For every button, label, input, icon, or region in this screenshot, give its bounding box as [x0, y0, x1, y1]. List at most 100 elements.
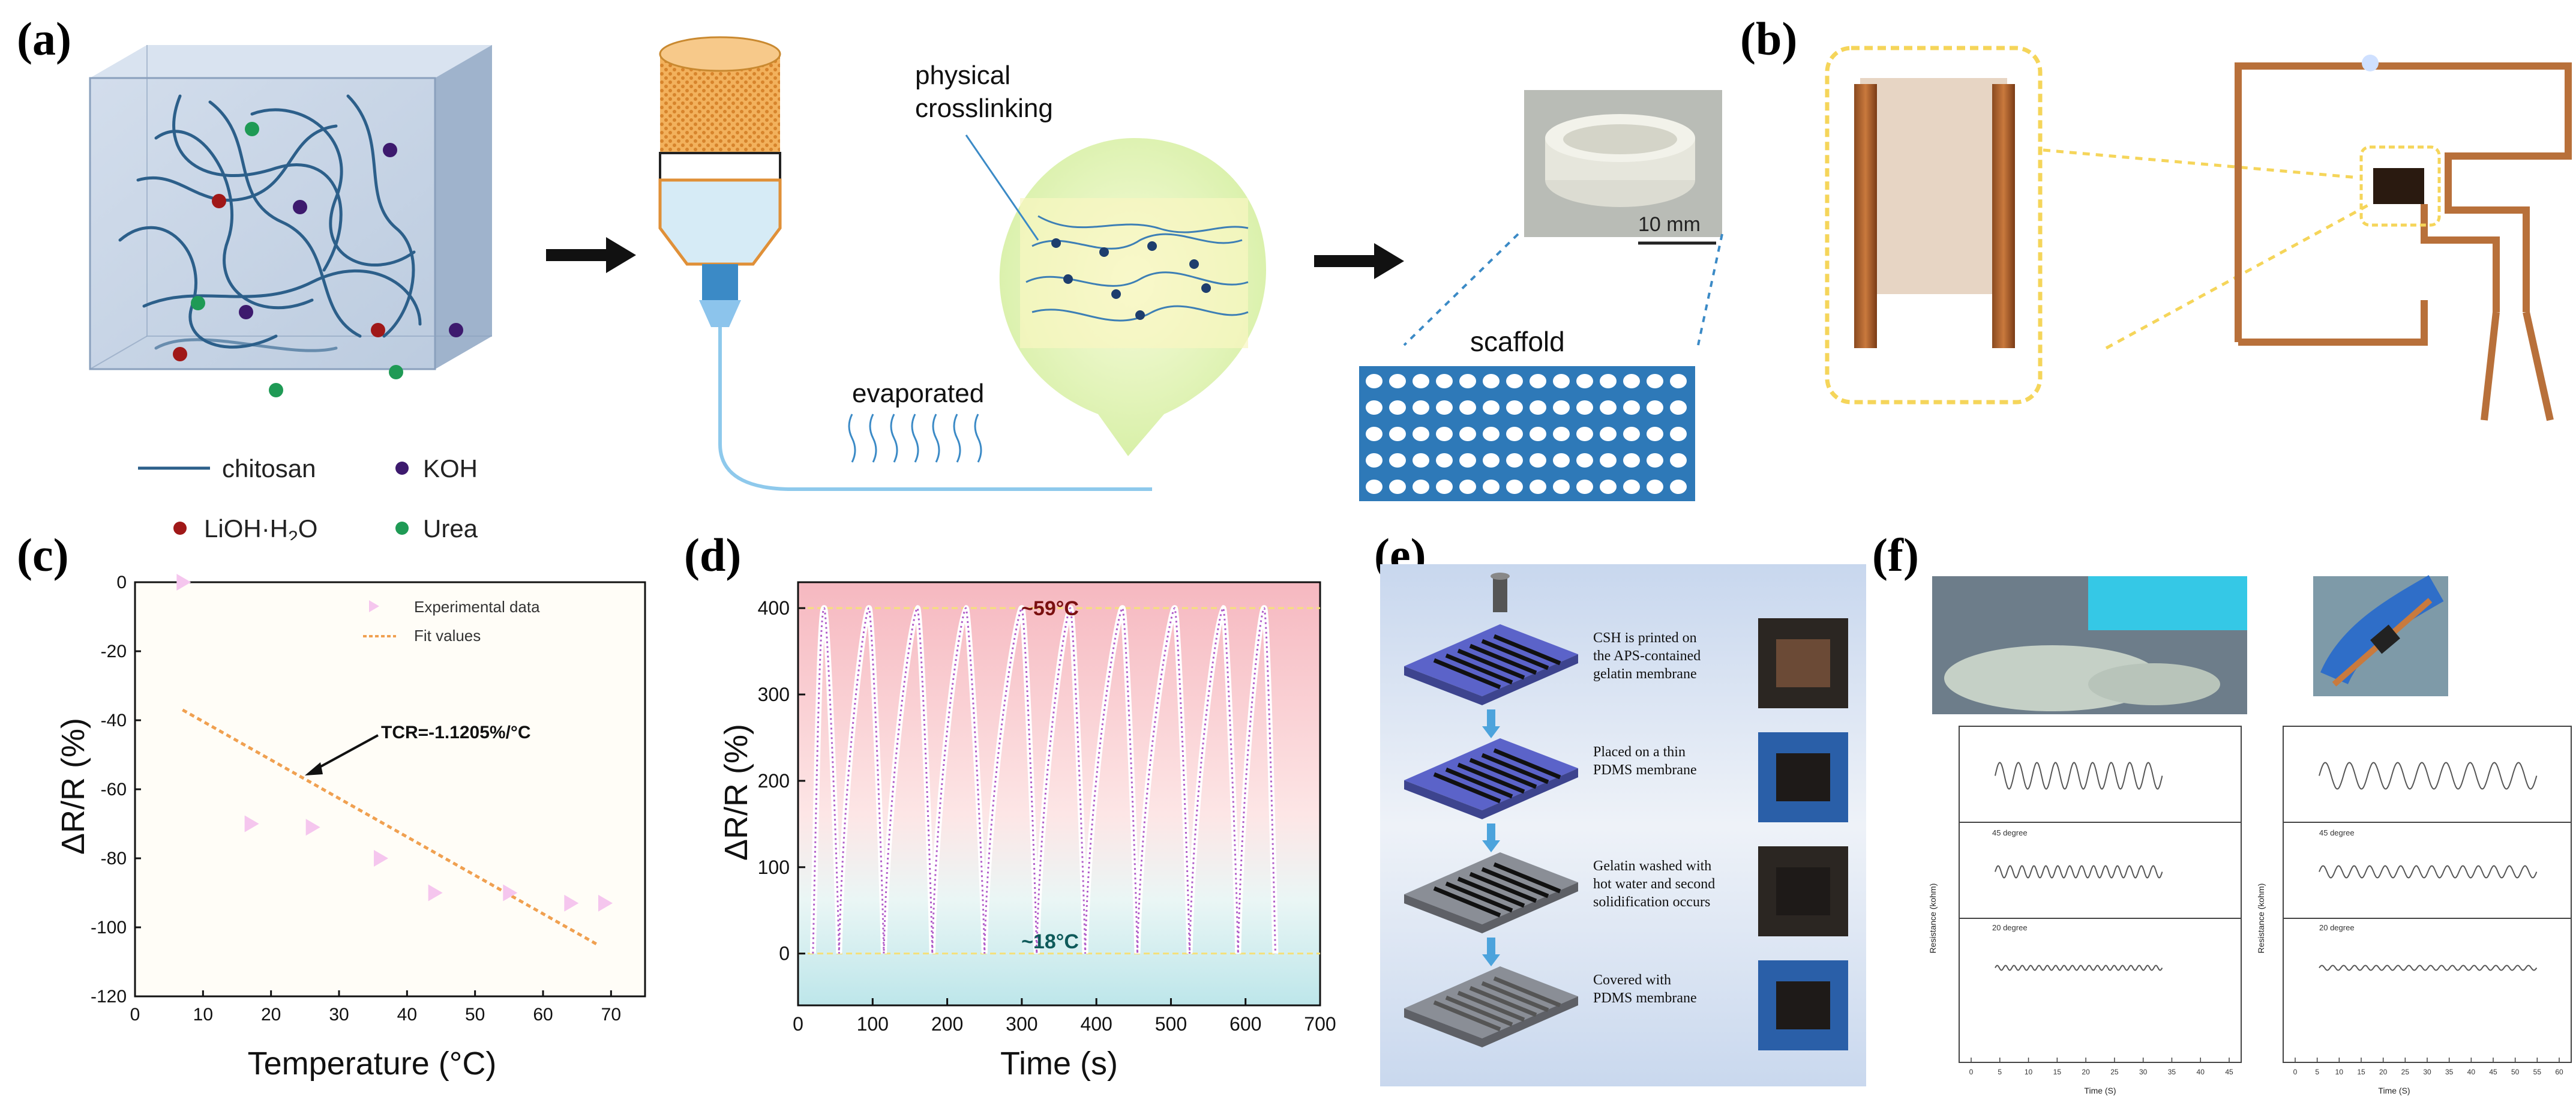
- x-tick-label: 30: [2139, 1068, 2148, 1076]
- scaffold-photo: [1524, 90, 1722, 245]
- y-tick-label: -40: [101, 711, 127, 730]
- resistance-trace: [1995, 865, 2163, 879]
- data-point: [305, 819, 320, 836]
- resistance-trace: [1995, 965, 2163, 971]
- layer-side: [1482, 768, 1578, 819]
- strain-plot-frame: [1959, 726, 2242, 1063]
- x-tick-label: 15: [2357, 1068, 2365, 1076]
- evaporated-label: evaporated: [852, 379, 984, 408]
- crosslink-label-line1: physical: [915, 61, 1010, 90]
- step-sample: [1776, 639, 1830, 687]
- step-caption: PDMS membrane: [1593, 762, 1697, 778]
- x-tick-label: 35: [2445, 1068, 2454, 1076]
- step-caption: Placed on a thin: [1593, 744, 1686, 760]
- printed-track: [1433, 772, 1501, 804]
- x-tick-label: 50: [2511, 1068, 2520, 1076]
- data-point: [564, 894, 579, 912]
- panel-b-label: (b): [1740, 13, 1798, 65]
- response-curve: [812, 607, 1276, 954]
- x-tick-label: 400: [1080, 1013, 1112, 1035]
- legend-experimental: Experimental data: [414, 598, 540, 616]
- hot-temp-label: ~59°C: [1021, 597, 1079, 620]
- y-tick-label: -80: [101, 849, 127, 869]
- molecule-dots: [173, 122, 463, 397]
- x-tick-label: 700: [1304, 1013, 1336, 1035]
- printed-track: [1457, 762, 1525, 794]
- step-arrow-head: [1482, 726, 1500, 738]
- printed-track: [1481, 981, 1549, 1013]
- layer-side: [1404, 780, 1482, 819]
- panel-c-legend: Experimental data Fit values: [363, 598, 540, 645]
- printed-track: [1481, 867, 1549, 899]
- layer-side: [1482, 654, 1578, 705]
- panel-d-xlabel: Time (s): [1000, 1046, 1118, 1082]
- legend-chitosan: chitosan: [222, 454, 316, 483]
- legend-koh: KOH: [423, 454, 478, 483]
- x-tick-label: 20: [2379, 1068, 2388, 1076]
- deg20-right: 20 degree: [2319, 923, 2355, 932]
- legend-lioh: LiOH·H2O: [204, 514, 317, 540]
- step-caption: hot water and second: [1593, 876, 1715, 892]
- data-point: [503, 884, 518, 902]
- scaffold-label: scaffold: [1470, 326, 1565, 357]
- layer-plate: [1404, 852, 1578, 924]
- syringe-icon: [1493, 576, 1507, 612]
- crosslink-bubble: [999, 138, 1266, 456]
- resistance-trace: [2319, 762, 2538, 790]
- chitosan-chains: [118, 94, 422, 352]
- x-tick-label: 0: [1969, 1068, 1974, 1076]
- printed-track: [1457, 648, 1525, 680]
- panel-a-legend: chitosan KOH LiOH·H2O Urea: [138, 454, 478, 540]
- crosslink-pointer: [965, 134, 1039, 241]
- x-tick-label: 30: [2423, 1068, 2431, 1076]
- legend-fit: Fit values: [414, 627, 481, 645]
- panel-b-figure: [1825, 46, 2572, 421]
- y-tick-label: -100: [91, 918, 127, 938]
- strain-plot-frame: [2283, 726, 2572, 1063]
- x-tick-label: 100: [857, 1013, 889, 1035]
- x-tick-label: 60: [2555, 1068, 2563, 1076]
- layer-side: [1482, 882, 1578, 933]
- layer-plate: [1404, 966, 1578, 1038]
- vapor-icon: [848, 414, 982, 463]
- panel-d-label: (d): [684, 529, 742, 581]
- x-tick-label: 50: [465, 1005, 485, 1025]
- y-tick-label: 300: [758, 684, 790, 705]
- panel-f-xlabel-left: Time (S): [2084, 1086, 2116, 1095]
- printed-track: [1445, 881, 1513, 913]
- x-tick-label: 500: [1155, 1013, 1187, 1035]
- x-tick-label: 60: [533, 1005, 553, 1025]
- x-tick-label: 40: [2467, 1068, 2476, 1076]
- x-tick-label: 70: [601, 1005, 621, 1025]
- printer-syringe: [658, 36, 1152, 491]
- step-caption: PDMS membrane: [1593, 990, 1697, 1006]
- data-point: [176, 574, 191, 591]
- glove-photo-left: [1932, 576, 2247, 714]
- deg45-left: 45 degree: [1992, 828, 2028, 837]
- panel-f-ylabel-left: Resistance (kohm): [1928, 884, 1938, 954]
- x-tick-label: 200: [931, 1013, 963, 1035]
- layer-side: [1482, 996, 1578, 1047]
- x-tick-label: 20: [261, 1005, 281, 1025]
- scaffold-lattice: [1359, 366, 1695, 501]
- x-tick-label: 20: [2082, 1068, 2090, 1076]
- panel-c-xlabel: Temperature (°C): [248, 1046, 497, 1082]
- cold-temp-label: ~18°C: [1021, 930, 1079, 953]
- printed-track: [1493, 862, 1561, 894]
- x-tick-label: 0: [793, 1013, 803, 1035]
- layer-plate: [1404, 738, 1578, 810]
- panel-f-label: (f): [1872, 529, 1919, 581]
- x-tick-label: 10: [193, 1005, 213, 1025]
- resistance-trace: [1995, 762, 2163, 790]
- step-arrow: [1487, 823, 1495, 842]
- step-sample: [1776, 981, 1830, 1029]
- printed-track: [1433, 658, 1501, 690]
- y-tick-label: -20: [101, 642, 127, 661]
- layer-plate: [1404, 624, 1578, 696]
- panel-c-plot-area: [134, 581, 646, 998]
- x-tick-label: 40: [397, 1005, 417, 1025]
- data-point: [374, 850, 388, 867]
- step-sample: [1776, 753, 1830, 801]
- x-tick-label: 10: [2025, 1068, 2033, 1076]
